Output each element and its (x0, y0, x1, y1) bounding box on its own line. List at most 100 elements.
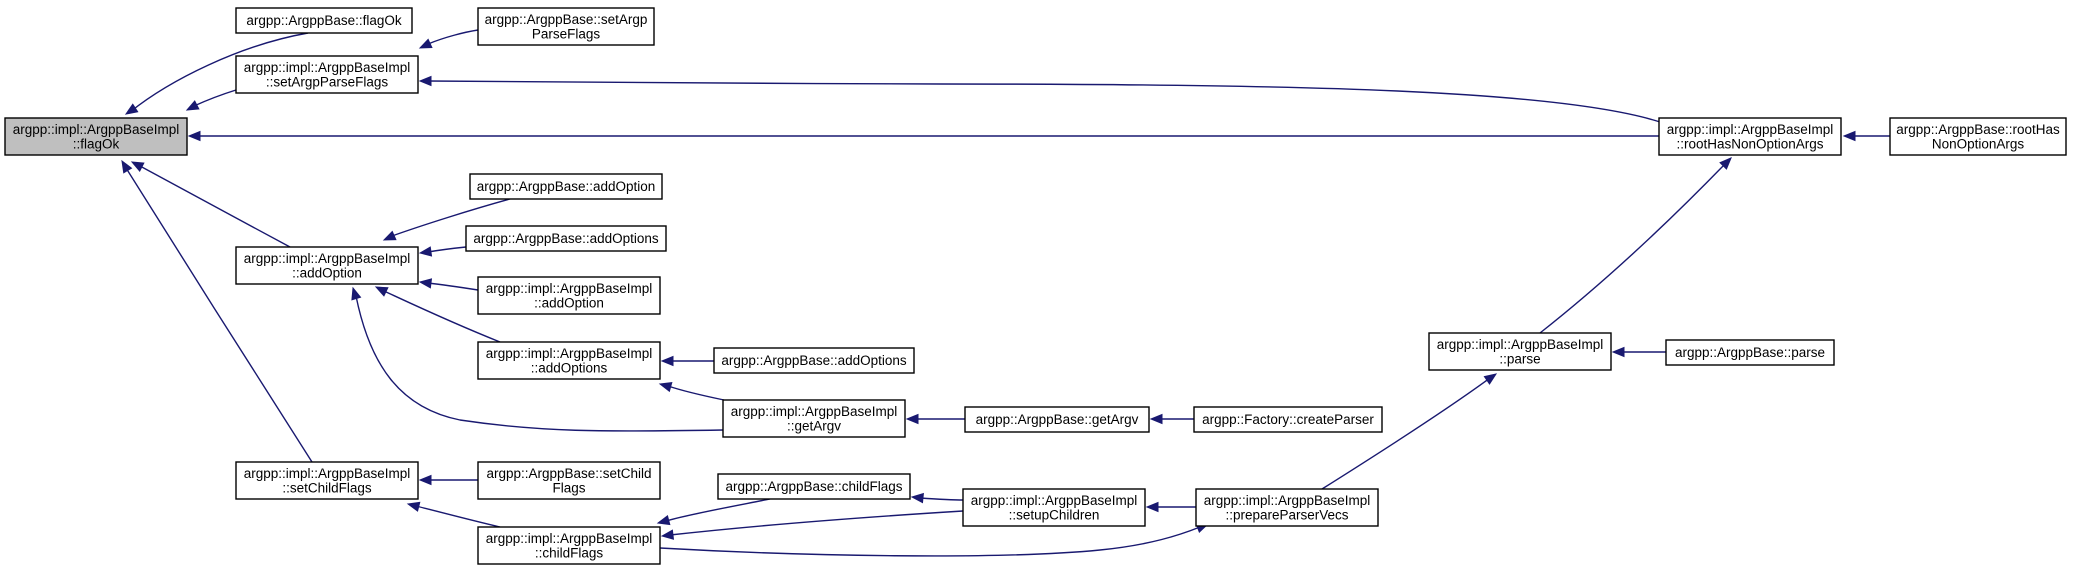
node-addOptions2[interactable]: argpp::ArgppBase::addOptions (713, 347, 915, 374)
node-childFlagsI[interactable]: argpp::impl::ArgppBaseImpl::childFlags (477, 526, 661, 565)
arrowhead (382, 230, 397, 241)
node-label-line: argpp::impl::ArgppBaseImpl (244, 466, 411, 481)
edge-setupI-to-childFlags (910, 492, 964, 504)
arrowhead (905, 413, 919, 425)
arrowhead (130, 161, 145, 172)
edge-addOptions-to-addOptionI (418, 246, 467, 257)
edge-addOptionsI-to-addOptionI (374, 286, 501, 343)
node-addOptionsI[interactable]: argpp::impl::ArgppBaseImpl::addOptions (477, 341, 661, 380)
node-box (717, 473, 911, 500)
edge-getArgvI-to-addOptionsI (658, 382, 725, 401)
node-box (477, 341, 661, 380)
edge-getArgv-to-getArgvI (905, 413, 965, 425)
node-box (1193, 406, 1383, 433)
node-label-line: argpp::ArgppBase::addOptions (721, 353, 907, 368)
arrowhead (187, 130, 201, 142)
node-label-line: ::parse (1499, 351, 1540, 366)
node-label-line: argpp::impl::ArgppBaseImpl (244, 60, 411, 75)
node-label-line: ParseFlags (532, 26, 601, 41)
arrowhead (1719, 157, 1732, 170)
node-setChild[interactable]: argpp::ArgppBase::setChildFlags (477, 461, 661, 500)
node-label-line: ::setArgpParseFlags (266, 74, 389, 89)
edge-parseI-to-rootHasI (1539, 157, 1732, 334)
node-label-line: argpp::impl::ArgppBaseImpl (1437, 337, 1604, 352)
node-box (235, 7, 413, 34)
node-label-line: ::addOption (534, 295, 604, 310)
arrowhead (418, 38, 433, 49)
node-childFlags[interactable]: argpp::ArgppBase::childFlags (717, 473, 911, 500)
arrowhead (658, 382, 673, 393)
node-label-line: argpp::impl::ArgppBaseImpl (486, 346, 653, 361)
node-box (1665, 339, 1835, 366)
edge-childFlags-to-childFlagsI (656, 498, 771, 526)
node-getArgvI[interactable]: argpp::impl::ArgppBaseImpl::getArgv (722, 399, 906, 438)
arrowhead (418, 75, 432, 87)
node-setFlags[interactable]: argpp::ArgppBase::setArgpParseFlags (477, 7, 655, 46)
edge-prepareI-to-parseI (1321, 373, 1498, 490)
node-box (477, 526, 661, 565)
edge-setChildI-to-root (121, 159, 313, 463)
edge-addOptionI2-to-addOptionI (418, 278, 479, 291)
node-label-line: argpp::ArgppBase::getArgv (976, 412, 1139, 427)
arrowhead (351, 286, 362, 301)
arrowhead (1483, 373, 1498, 385)
node-rootHas[interactable]: argpp::ArgppBase::rootHasNonOptionArgs (1889, 117, 2067, 156)
node-label-line: ::flagOk (73, 136, 120, 151)
node-label-line: NonOptionArgs (1932, 136, 2025, 151)
node-label-line: ::childFlags (535, 545, 604, 560)
node-box (713, 347, 915, 374)
node-label-line: ::setupChildren (1009, 507, 1100, 522)
node-label-line: argpp::ArgppBase::setChild (486, 466, 651, 481)
arrowhead (660, 355, 674, 367)
node-setChildI[interactable]: argpp::impl::ArgppBaseImpl::setChildFlag… (235, 461, 419, 500)
node-addOptions[interactable]: argpp::ArgppBase::addOptions (465, 225, 667, 252)
arrowhead (124, 103, 139, 115)
arrowhead (185, 100, 200, 111)
node-parseI[interactable]: argpp::impl::ArgppBaseImpl::parse (1428, 332, 1612, 371)
node-label-line: argpp::ArgppBase::addOption (477, 179, 656, 194)
node-label-line: argpp::impl::ArgppBaseImpl (1667, 122, 1834, 137)
node-label-line: argpp::impl::ArgppBaseImpl (731, 404, 898, 419)
node-label-line: argpp::impl::ArgppBaseImpl (486, 281, 653, 296)
edge-factory-to-getArgv (1149, 413, 1194, 425)
node-box (722, 399, 906, 438)
edge-setupI-to-childFlagsI (660, 510, 964, 540)
node-setFlagsI[interactable]: argpp::impl::ArgppBaseImpl::setArgpParse… (235, 55, 419, 94)
node-addOption[interactable]: argpp::ArgppBase::addOption (469, 173, 663, 200)
arrowhead (1145, 501, 1159, 513)
edge-addOptions2-to-addOptionsI (660, 355, 714, 367)
node-label-line: ::getArgv (787, 418, 841, 433)
node-getArgv[interactable]: argpp::ArgppBase::getArgv (964, 406, 1150, 433)
node-setupI[interactable]: argpp::impl::ArgppBaseImpl::setupChildre… (962, 488, 1146, 527)
node-box (235, 461, 419, 500)
node-box (477, 461, 661, 500)
edge-addOption-to-addOptionI (382, 198, 511, 241)
node-label-line: argpp::impl::ArgppBaseImpl (1204, 493, 1371, 508)
arrowhead (1149, 413, 1163, 425)
node-label-line: ::setChildFlags (282, 480, 372, 495)
node-label-line: argpp::ArgppBase::childFlags (725, 479, 902, 494)
node-box (4, 117, 188, 156)
node-label-line: Flags (552, 480, 585, 495)
node-label-line: argpp::impl::ArgppBaseImpl (13, 122, 180, 137)
edge-layer (121, 29, 1890, 557)
node-label-line: ::rootHasNonOptionArgs (1676, 136, 1823, 151)
edge-getArgvI-to-addOptionI (351, 286, 724, 432)
arrowhead (121, 159, 133, 174)
node-addOptionI2[interactable]: argpp::impl::ArgppBaseImpl::addOption (477, 276, 661, 315)
node-box (1658, 117, 1842, 156)
node-root[interactable]: argpp::impl::ArgppBaseImpl::flagOk (4, 117, 188, 156)
node-rootHasI[interactable]: argpp::impl::ArgppBaseImpl::rootHasNonOp… (1658, 117, 1842, 156)
node-prepareI[interactable]: argpp::impl::ArgppBaseImpl::prepareParse… (1195, 488, 1379, 527)
node-addOptionI[interactable]: argpp::impl::ArgppBaseImpl::addOption (235, 246, 419, 285)
node-flagOk[interactable]: argpp::ArgppBase::flagOk (235, 7, 413, 34)
edge-parse-to-parseI (1611, 346, 1666, 358)
node-parse[interactable]: argpp::ArgppBase::parse (1665, 339, 1835, 366)
arrowhead (910, 492, 924, 504)
edge-flagOk-to-root (124, 32, 309, 115)
arrowhead (418, 278, 433, 289)
node-factory[interactable]: argpp::Factory::createParser (1193, 406, 1383, 433)
node-box (1889, 117, 2067, 156)
node-label-line: ::addOption (292, 265, 362, 280)
